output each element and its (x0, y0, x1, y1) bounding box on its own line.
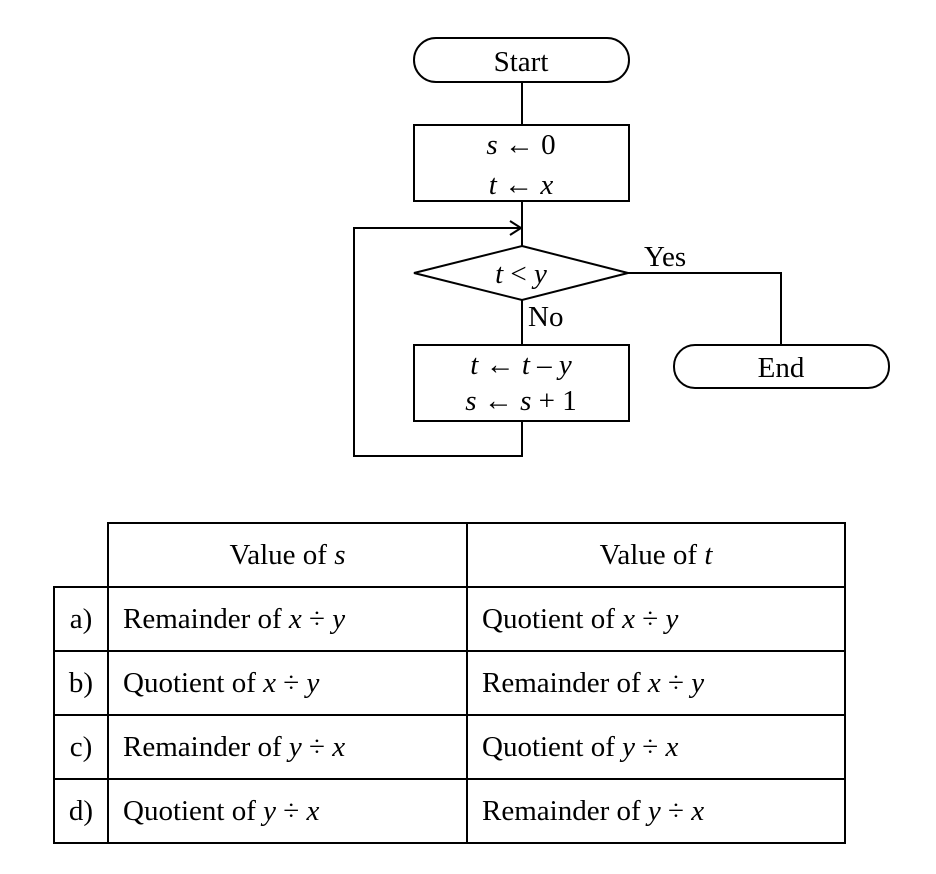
text-fragment: ← (478, 349, 522, 381)
math-variable: y (647, 794, 661, 827)
math-variable: y (556, 349, 572, 381)
no-label: No (528, 301, 563, 333)
math-variable: x (691, 794, 705, 827)
text-fragment: + 1 (531, 385, 576, 417)
math-variable: s (334, 538, 346, 571)
math-variable: x (288, 602, 302, 635)
math-variable: t (522, 349, 531, 381)
math-variable: x (665, 730, 679, 763)
text-fragment: ÷ (276, 794, 307, 827)
text-fragment: < (503, 258, 534, 290)
option-label: b) (53, 650, 109, 716)
value-of-s-cell: Remainder of y ÷ x (107, 714, 468, 780)
table-header-row: Value of s Value of t (54, 522, 846, 588)
math-variable: x (539, 169, 553, 201)
math-variable: t (470, 349, 479, 381)
connector-decision-end (628, 272, 782, 345)
text-fragment: Value of (599, 538, 705, 571)
header-value-of-t: Value of t (466, 522, 846, 588)
text-fragment: Quotient of (123, 794, 264, 827)
decision-diamond (413, 244, 629, 302)
loop-body-process-box (413, 344, 630, 422)
header-value-of-s: Value of s (107, 522, 468, 588)
option-label: c) (53, 714, 109, 780)
init-line-1: s ← 0 (486, 129, 555, 161)
text-fragment: Remainder of (482, 666, 648, 699)
value-of-t-cell: Quotient of y ÷ x (466, 714, 846, 780)
math-variable: y (306, 666, 320, 699)
end-label: End (758, 352, 805, 384)
math-variable: s (520, 385, 531, 417)
math-variable: y (332, 602, 346, 635)
option-label: a) (53, 586, 109, 652)
start-terminal (413, 37, 630, 83)
answer-options-table: Value of s Value of t a)Remainder of x ÷… (53, 522, 846, 844)
loop-body-line-1: t ← t – y (470, 349, 572, 381)
text-fragment: ← (477, 385, 521, 417)
value-of-t-cell: Remainder of x ÷ y (466, 650, 846, 716)
text-fragment: ÷ (660, 666, 692, 699)
loop-body-line-2: s ← s + 1 (465, 385, 576, 417)
loop-arrow-head-icon (509, 220, 523, 236)
math-variable: x (647, 666, 661, 699)
value-of-t-cell: Quotient of x ÷ y (466, 586, 846, 652)
math-variable: x (622, 602, 636, 635)
math-variable: y (288, 730, 302, 763)
decision-label: t < y (495, 258, 547, 290)
text-fragment: – (530, 349, 559, 381)
loop-back-connector (353, 227, 523, 457)
math-variable: s (465, 385, 476, 417)
yes-label: Yes (644, 241, 686, 273)
math-variable: y (531, 258, 547, 290)
text-fragment: Remainder of (482, 794, 648, 827)
value-of-s-cell: Remainder of x ÷ y (107, 586, 468, 652)
math-variable: x (332, 730, 346, 763)
value-of-s-cell: Quotient of x ÷ y (107, 650, 468, 716)
init-process-box (413, 124, 630, 202)
text-fragment: ÷ (301, 602, 333, 635)
value-of-s-cell: Quotient of y ÷ x (107, 778, 468, 844)
text-fragment: Remainder of (123, 730, 289, 763)
text-fragment: ÷ (276, 666, 307, 699)
option-label: d) (53, 778, 109, 844)
math-variable: t (704, 538, 713, 571)
text-fragment: Quotient of (482, 602, 623, 635)
text-fragment: Quotient of (482, 730, 623, 763)
math-variable: t (495, 258, 504, 290)
math-variable: x (306, 794, 320, 827)
init-line-2: t ← x (489, 169, 554, 201)
math-variable: y (263, 794, 277, 827)
math-variable: x (263, 666, 277, 699)
math-variable: y (691, 666, 705, 699)
text-fragment: Quotient of (123, 666, 264, 699)
value-of-t-cell: Remainder of y ÷ x (466, 778, 846, 844)
start-label: Start (494, 46, 549, 78)
math-variable: y (622, 730, 636, 763)
math-variable: y (665, 602, 679, 635)
text-fragment: ÷ (635, 602, 666, 635)
text-fragment: Value of (229, 538, 335, 571)
math-variable: s (486, 129, 497, 161)
text-fragment: ← 0 (498, 129, 556, 161)
text-fragment: ÷ (635, 730, 666, 763)
flowchart: Start s ← 0 t ← x t < y Yes No t ← t – y… (353, 37, 890, 457)
header-corner (54, 523, 109, 588)
math-variable: t (489, 169, 498, 201)
end-terminal (673, 344, 890, 389)
text-fragment: ← (497, 169, 541, 201)
text-fragment: ÷ (660, 794, 692, 827)
text-fragment: Remainder of (123, 602, 289, 635)
text-fragment: ÷ (301, 730, 333, 763)
